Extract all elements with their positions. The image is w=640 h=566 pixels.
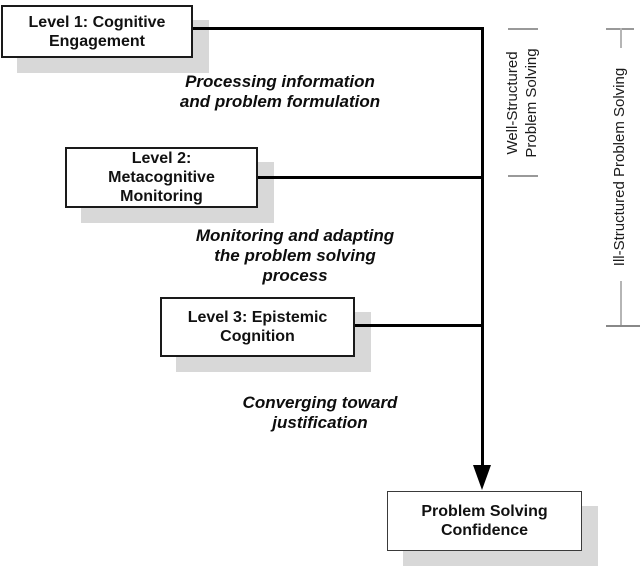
- well-structured-label: Well-Structured Problem Solving: [503, 23, 541, 183]
- level2-label-line1: Level 2:: [131, 150, 192, 167]
- level2-label-line2: Metacognitive: [108, 169, 215, 186]
- well-structured-label-line2: Problem Solving: [523, 48, 540, 158]
- ill-structured-bracket-bottom-tick: [606, 325, 640, 327]
- processing-caption: Processing information and problem formu…: [160, 72, 400, 112]
- monitoring-caption-line2: the problem solving: [214, 246, 376, 265]
- processing-caption-line1: Processing information: [185, 72, 375, 91]
- level2-box: Level 2: Metacognitive Monitoring: [65, 147, 258, 208]
- ill-structured-bracket-top-stub: [620, 28, 622, 48]
- main-vertical-line: [481, 27, 484, 466]
- well-structured-bracket-bottom-tick: [508, 175, 538, 177]
- arrowhead-icon: [473, 465, 491, 490]
- converging-caption-line1: Converging toward: [242, 393, 398, 412]
- confidence-label-line2: Confidence: [440, 522, 529, 539]
- level3-label-line1: Level 3: Epistemic: [187, 309, 328, 326]
- level3-box: Level 3: Epistemic Cognition: [160, 297, 355, 357]
- well-structured-label-line1: Well-Structured: [504, 51, 521, 155]
- ill-structured-label-line1: Ill-Structured Problem Solving: [611, 67, 628, 267]
- well-structured-bracket-top-tick: [508, 28, 538, 30]
- level1-label-line1: Level 1: Cognitive: [28, 13, 166, 31]
- level3-label-line2: Cognition: [220, 328, 295, 345]
- ill-structured-label: Ill-Structured Problem Solving: [610, 47, 630, 287]
- monitoring-caption-line3: process: [262, 266, 328, 285]
- monitoring-caption: Monitoring and adapting the problem solv…: [175, 226, 415, 286]
- processing-caption-line2: and problem formulation: [179, 92, 381, 111]
- level3-connector-line: [355, 324, 483, 327]
- level1-connector-line: [193, 27, 483, 30]
- level2-label-line3: Monitoring: [120, 188, 203, 205]
- level2-connector-line: [258, 176, 483, 179]
- ill-structured-bracket-bottom-stub: [620, 281, 622, 326]
- converging-caption-line2: justification: [272, 413, 368, 432]
- problem-solving-confidence-box: Problem Solving Confidence: [387, 491, 582, 551]
- monitoring-caption-line1: Monitoring and adapting: [195, 226, 395, 245]
- level1-label-line2: Engagement: [48, 32, 145, 50]
- level1-box: Level 1: Cognitive Engagement: [1, 5, 193, 58]
- converging-caption: Converging toward justification: [200, 393, 440, 433]
- confidence-label-line1: Problem Solving: [421, 503, 548, 520]
